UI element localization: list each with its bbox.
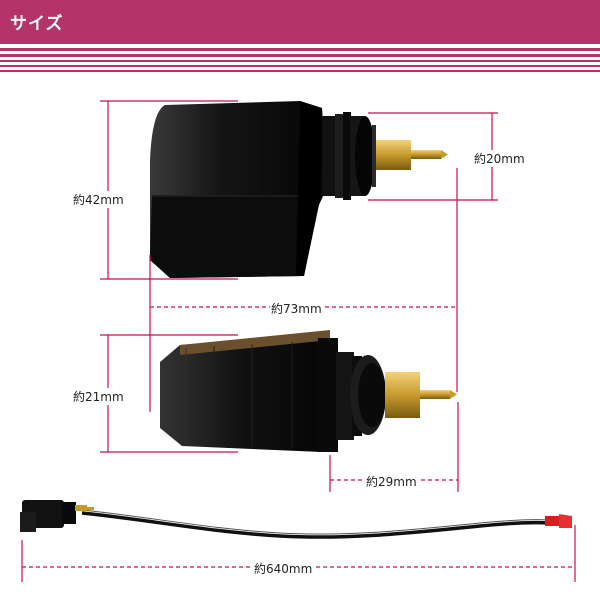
top-connector-image <box>150 101 448 278</box>
header-stripe <box>0 60 600 62</box>
header-stripe <box>0 70 600 72</box>
header-stripe <box>0 48 600 51</box>
header-title: サイズ <box>10 14 64 34</box>
header-stripe <box>0 54 600 57</box>
pin-width-label: 約20mm <box>473 150 526 167</box>
length-label: 約73mm <box>270 300 323 317</box>
height-bottom-label: 約21mm <box>72 388 125 405</box>
thread-length-label: 約29mm <box>365 473 418 490</box>
page-header: サイズ <box>0 0 600 44</box>
height-top-label: 約42mm <box>72 191 125 208</box>
cable-assembly-image <box>20 500 572 539</box>
header-stripe <box>0 65 600 67</box>
bottom-connector-image <box>160 330 457 452</box>
cable-length-label: 約640mm <box>253 560 314 577</box>
